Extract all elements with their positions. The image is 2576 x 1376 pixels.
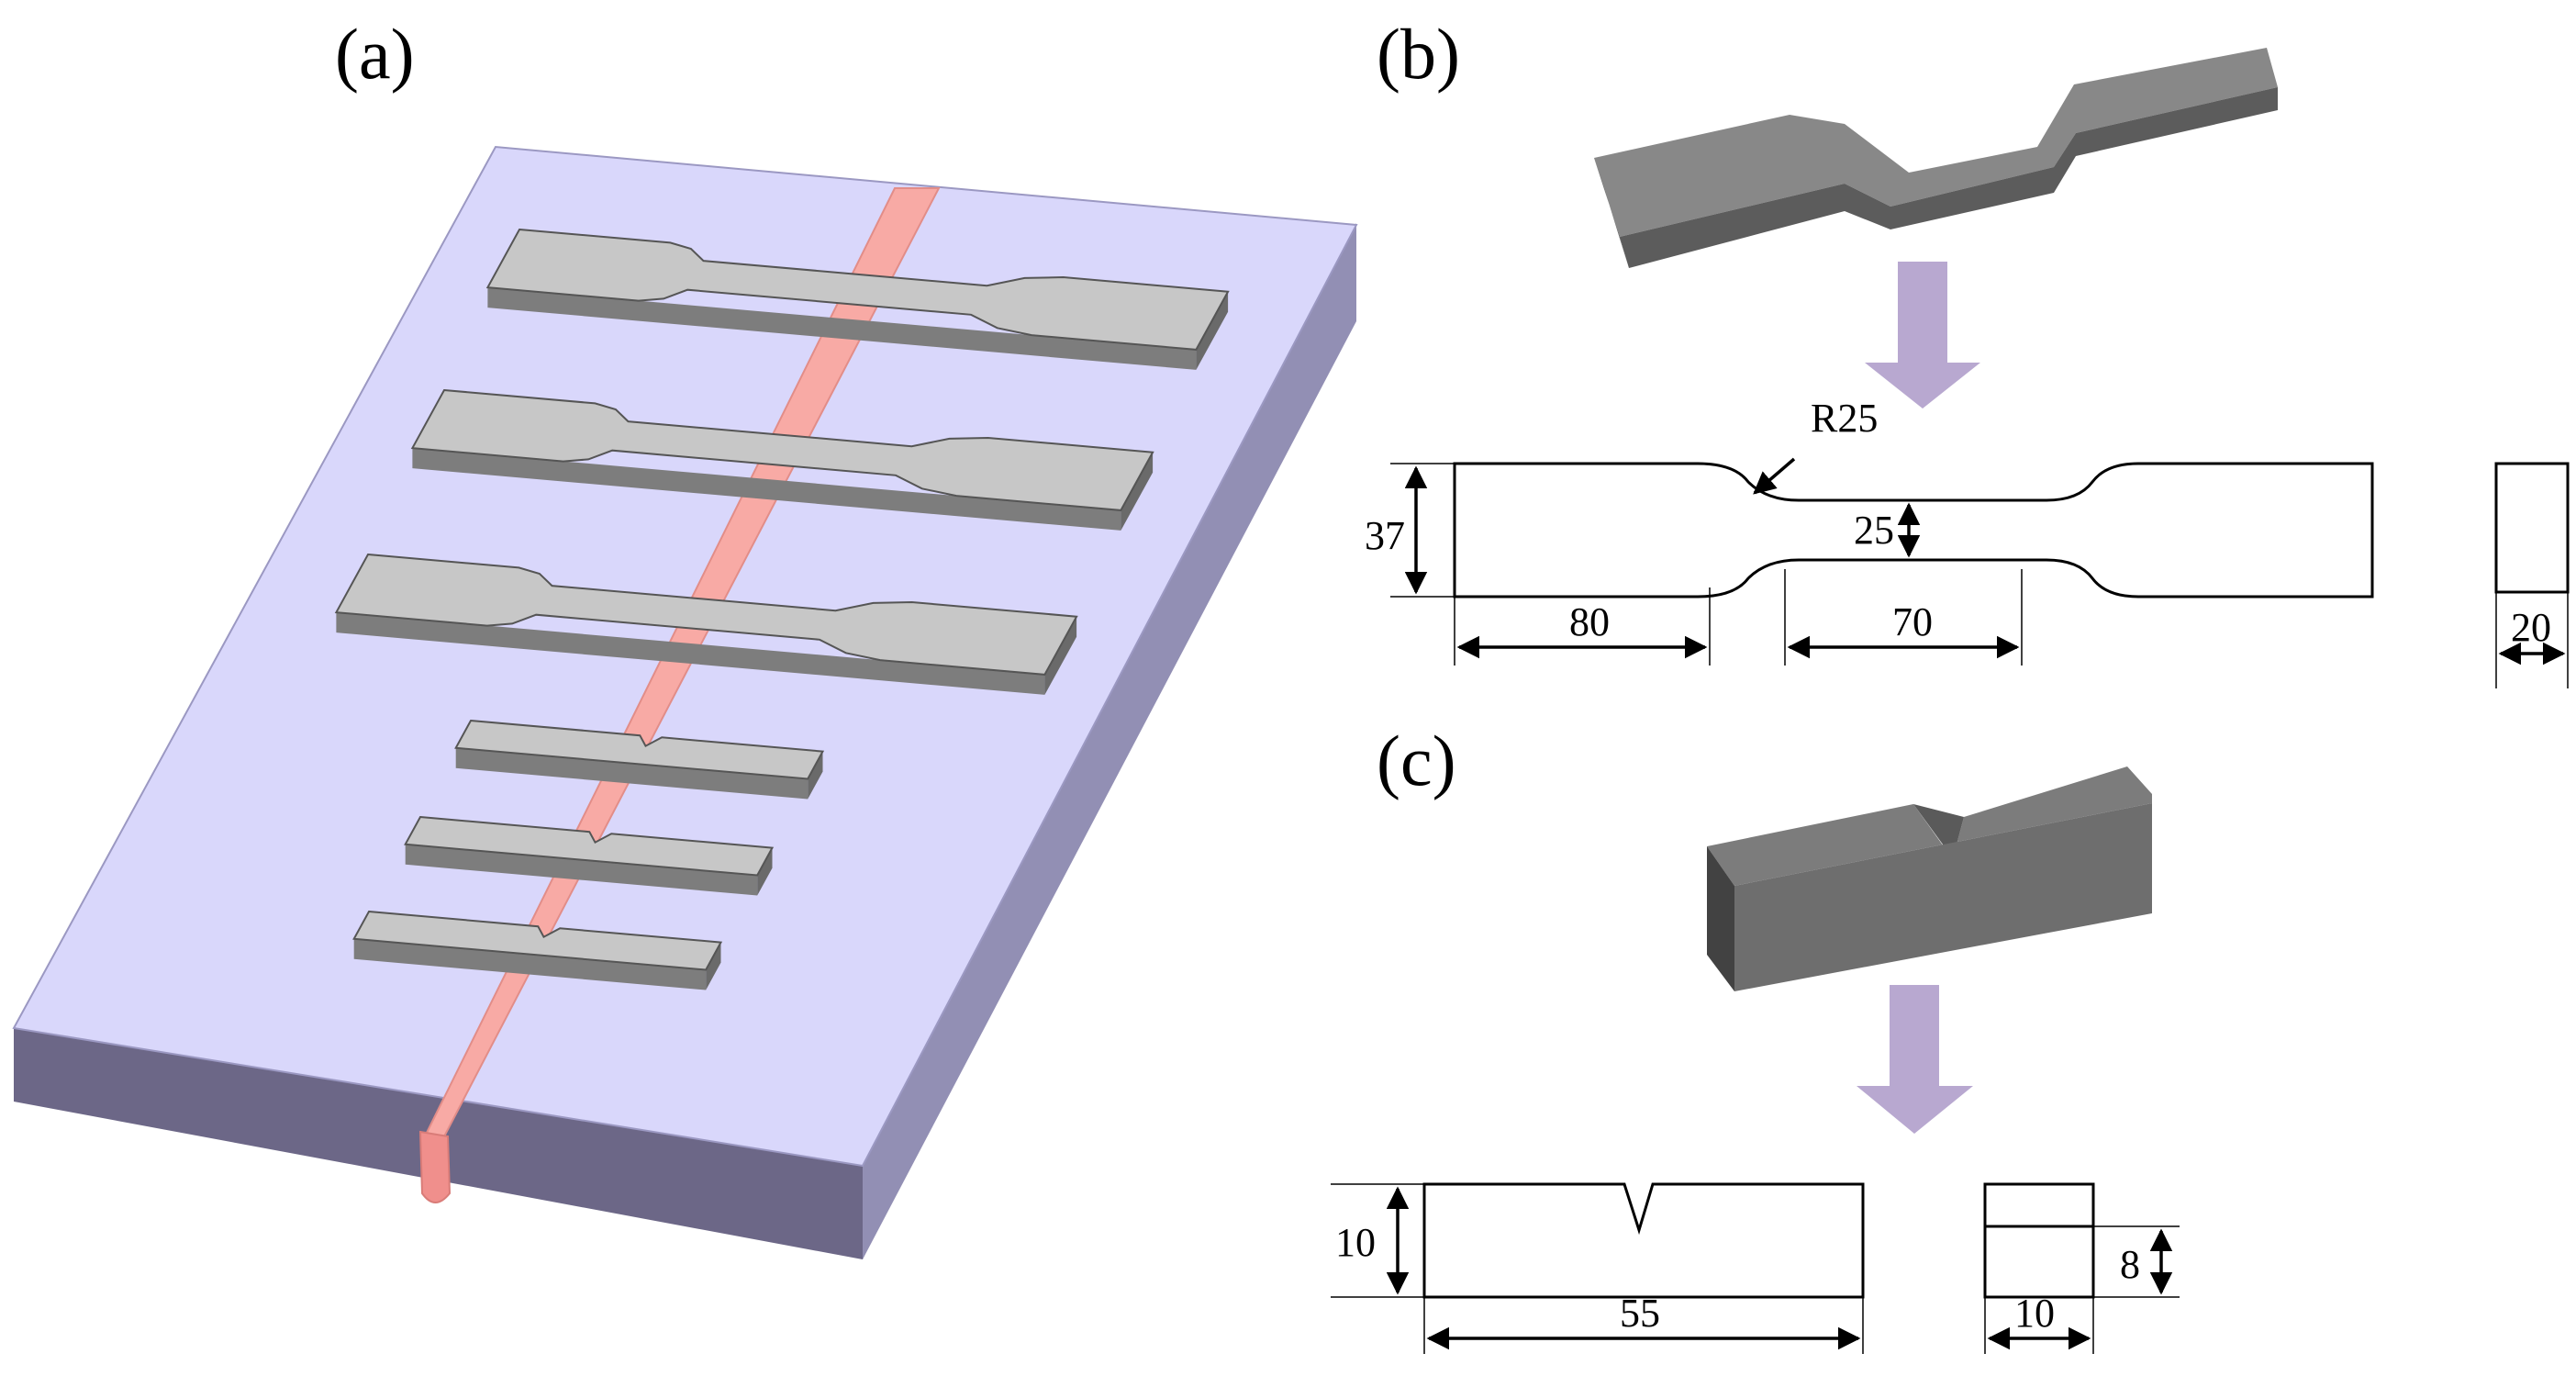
dim-label-gauge: 70 xyxy=(1892,599,1933,644)
tensile-3d-front xyxy=(1620,87,2278,268)
tensile-specimen-end xyxy=(1121,452,1154,531)
dim-label-length: 55 xyxy=(1620,1291,1660,1336)
tensile-specimen-end xyxy=(1196,291,1229,370)
impact-3d-top xyxy=(1707,766,2152,886)
tensile-3d-top xyxy=(1594,48,2278,237)
tensile-specimen-3d xyxy=(1594,48,2278,268)
arrow-down-icon xyxy=(1865,262,1980,408)
tensile-specimen xyxy=(485,228,1230,351)
impact-specimen xyxy=(404,815,775,877)
impact-3d-front xyxy=(1734,803,2152,991)
impact-specimen-side xyxy=(455,747,808,800)
panel-b-label: (b) xyxy=(1377,14,1460,94)
impact-specimen-side xyxy=(353,938,707,990)
dim-label-thickness: 20 xyxy=(2511,605,2551,650)
tensile-specimen-side xyxy=(487,287,1197,370)
impact-cross-section xyxy=(1983,1182,2095,1299)
tensile-specimen-drawing: 37 25 R25 80 70 20 xyxy=(1365,396,2570,688)
dim-label-below-notch: 8 xyxy=(2120,1242,2140,1287)
impact-specimen-end xyxy=(757,847,773,896)
dim-label-grip: 80 xyxy=(1569,599,1610,644)
impact-3d-end xyxy=(1707,846,1734,991)
tensile-specimen-side xyxy=(412,448,1121,531)
panel-c-label: (c) xyxy=(1377,721,1456,800)
impact-specimens-on-plate xyxy=(352,719,825,990)
impact-specimen-end xyxy=(706,942,721,990)
impact-specimen-drawing: 10 55 8 10 xyxy=(1331,1182,2180,1354)
impact-specimen-3d xyxy=(1707,766,2152,991)
impact-specimen xyxy=(454,719,825,780)
weld-seam-front xyxy=(418,1130,452,1203)
tensile-outline xyxy=(1453,462,2374,599)
impact-specimen-end xyxy=(808,751,823,800)
dim-label-width: 10 xyxy=(2014,1291,2055,1336)
tensile-specimen-side xyxy=(336,612,1045,695)
tensile-specimen xyxy=(334,553,1078,676)
arrow-down-icon xyxy=(1857,985,1973,1134)
plate-side-face-2 xyxy=(863,225,1356,1259)
impact-specimen-side xyxy=(405,844,758,896)
tensile-specimens-on-plate xyxy=(334,228,1230,695)
tensile-specimen xyxy=(410,388,1154,511)
radius-leader xyxy=(1753,457,1796,495)
tensile-specimen-end xyxy=(1044,616,1077,695)
tensile-cross-section xyxy=(2494,462,2570,594)
panel-a-label: (a) xyxy=(335,14,415,94)
dim-label-neck: 25 xyxy=(1854,508,1894,553)
impact-specimen xyxy=(352,910,723,971)
dim-label-height: 37 xyxy=(1365,513,1405,558)
radius-label: R25 xyxy=(1811,396,1878,441)
impact-outline xyxy=(1422,1182,1865,1299)
dim-label-height: 10 xyxy=(1335,1220,1376,1265)
